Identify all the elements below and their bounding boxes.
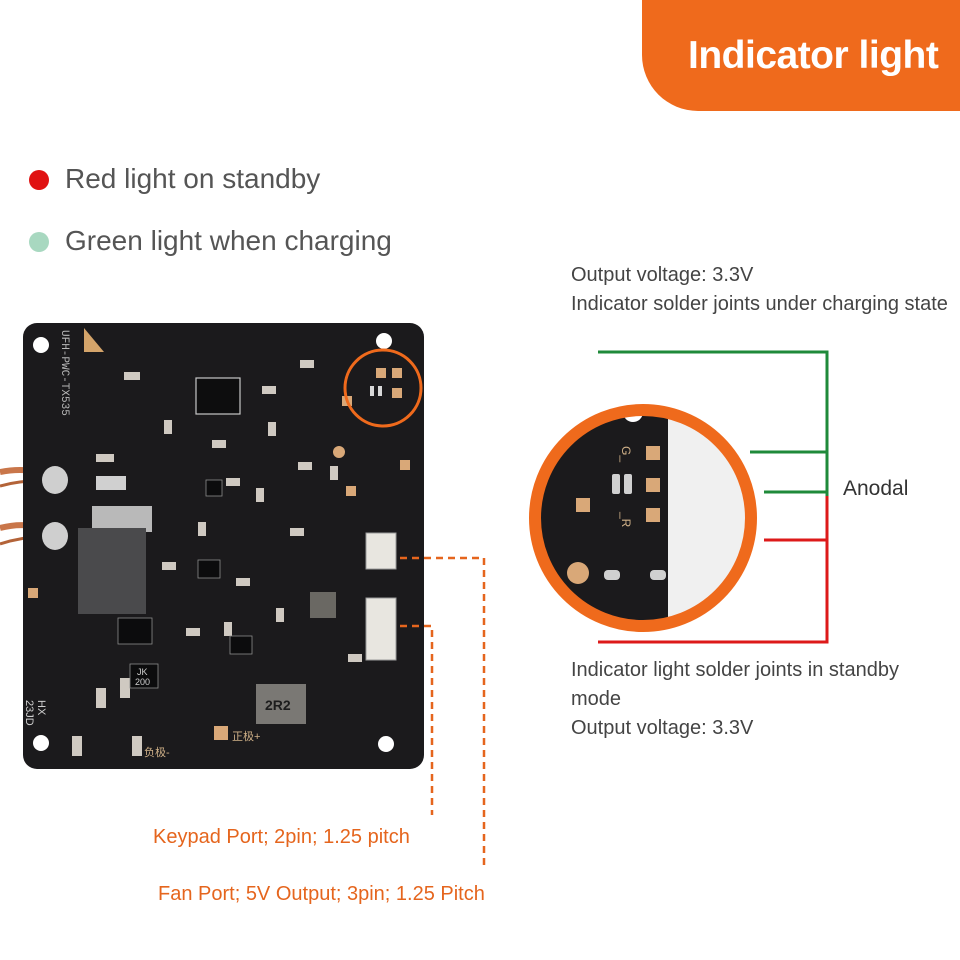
green-dot-icon xyxy=(29,232,49,252)
standby-note: Indicator light solder joints in standby… xyxy=(571,656,951,743)
fan-connector xyxy=(365,597,397,661)
zoom-view: G_ _R xyxy=(535,410,751,626)
wire-solder-posts xyxy=(42,466,68,550)
jk-chip xyxy=(129,663,159,689)
fan-port-label: Fan Port; 5V Output; 3pin; 1.25 Pitch xyxy=(158,883,485,905)
inductor-small xyxy=(310,592,336,618)
svg-text:G_: G_ xyxy=(619,446,633,462)
standby-note-text: Indicator light solder joints in standby… xyxy=(571,659,899,739)
legend-green-label: Green light when charging xyxy=(65,225,392,256)
keypad-port-label: Keypad Port; 2pin; 1.25 pitch xyxy=(153,826,410,848)
pcb-board xyxy=(23,323,424,769)
svg-text:_R: _R xyxy=(619,511,633,528)
chip-jk-text: JK xyxy=(137,667,148,677)
warning-icon xyxy=(84,328,104,352)
zoom-circle xyxy=(529,404,757,632)
inductor-text: 2R2 xyxy=(265,697,291,713)
charging-note-text: Output voltage: 3.3V Indicator solder jo… xyxy=(571,264,948,315)
chip-200-text: 200 xyxy=(135,677,150,687)
pos-label: 正极+ xyxy=(232,729,260,743)
green-wires xyxy=(598,350,829,496)
anodal-label: Anodal xyxy=(843,477,909,500)
mounting-holes xyxy=(33,333,394,752)
title-banner xyxy=(642,0,960,111)
port-leader-lines xyxy=(400,556,486,870)
inductor-large xyxy=(256,684,306,724)
code-hx-text: HX xyxy=(35,700,47,716)
red-wires xyxy=(598,496,829,644)
code-date-text: 23JD xyxy=(23,700,35,726)
smd-components xyxy=(72,360,362,756)
neg-label: 负极- xyxy=(144,745,170,759)
mcu-chip xyxy=(195,377,241,415)
legend-red-label: Red light on standby xyxy=(65,163,321,194)
red-dot-icon xyxy=(29,170,49,190)
model-text: UFH-PWC-TX535 xyxy=(58,330,70,416)
page-title: Indicator light xyxy=(688,34,939,77)
led-highlight-circle xyxy=(343,348,423,428)
keypad-connector xyxy=(365,532,397,570)
charging-note: Output voltage: 3.3V Indicator solder jo… xyxy=(571,261,951,319)
regulator-tab xyxy=(92,506,152,532)
regulator-body xyxy=(78,528,146,614)
